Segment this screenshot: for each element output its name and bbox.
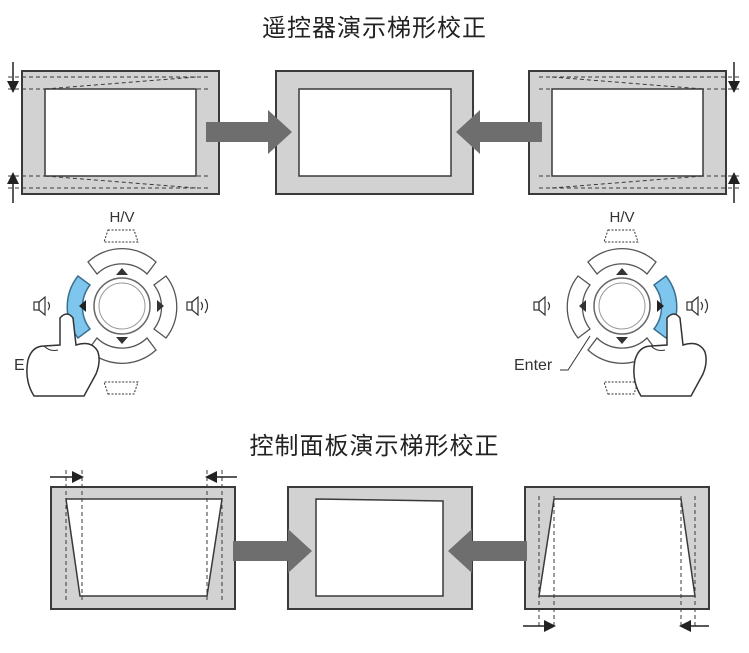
keystone-up-icon <box>603 229 639 243</box>
panel-keystone-title: 控制面板演示梯形校正 <box>249 432 500 460</box>
down-triangle-icon <box>616 337 628 344</box>
right-triangle-icon <box>657 300 664 312</box>
remote-pad-left: H/V E <box>14 209 209 397</box>
left-triangle-icon <box>79 300 86 312</box>
enter-button <box>593 277 651 335</box>
hv-label-right: H/V <box>609 209 634 226</box>
remote-keystone-title: 遥控器演示梯形校正 <box>262 14 487 42</box>
up-button <box>87 248 157 275</box>
up-triangle-icon <box>116 268 128 275</box>
enter-label-left: E <box>14 357 25 374</box>
left-button <box>566 275 591 339</box>
enter-label-right: Enter <box>514 357 553 374</box>
volume-down-icon <box>33 295 51 317</box>
remote-arrow-right <box>206 110 292 154</box>
down-button <box>87 337 157 364</box>
panel-arrow-right <box>233 529 312 573</box>
hand-icon <box>26 313 100 397</box>
volume-up-icon <box>186 295 209 317</box>
left-triangle-icon <box>579 300 586 312</box>
down-triangle-icon <box>116 337 128 344</box>
remote-pad-right: H/V Enter <box>514 209 709 397</box>
up-triangle-icon <box>616 268 628 275</box>
up-button <box>587 248 657 275</box>
hv-label-left: H/V <box>109 209 134 226</box>
panel-screen-center <box>287 486 473 610</box>
panel-screen-left <box>50 470 237 610</box>
enter-leader-line <box>560 335 591 371</box>
keystone-down-icon <box>103 381 139 395</box>
volume-down-icon <box>533 295 551 317</box>
remote-screen-center <box>275 70 474 195</box>
right-triangle-icon <box>157 300 164 312</box>
keystone-down-icon <box>603 381 639 395</box>
right-button <box>153 275 178 339</box>
remote-screen-left <box>7 62 220 203</box>
hand-icon <box>633 313 707 397</box>
enter-button <box>93 277 151 335</box>
keystone-up-icon <box>103 229 139 243</box>
volume-up-icon <box>686 295 709 317</box>
panel-screen-right <box>523 486 710 632</box>
remote-screen-right <box>528 62 741 203</box>
panel-arrow-left <box>448 529 527 573</box>
remote-arrow-left <box>456 110 542 154</box>
